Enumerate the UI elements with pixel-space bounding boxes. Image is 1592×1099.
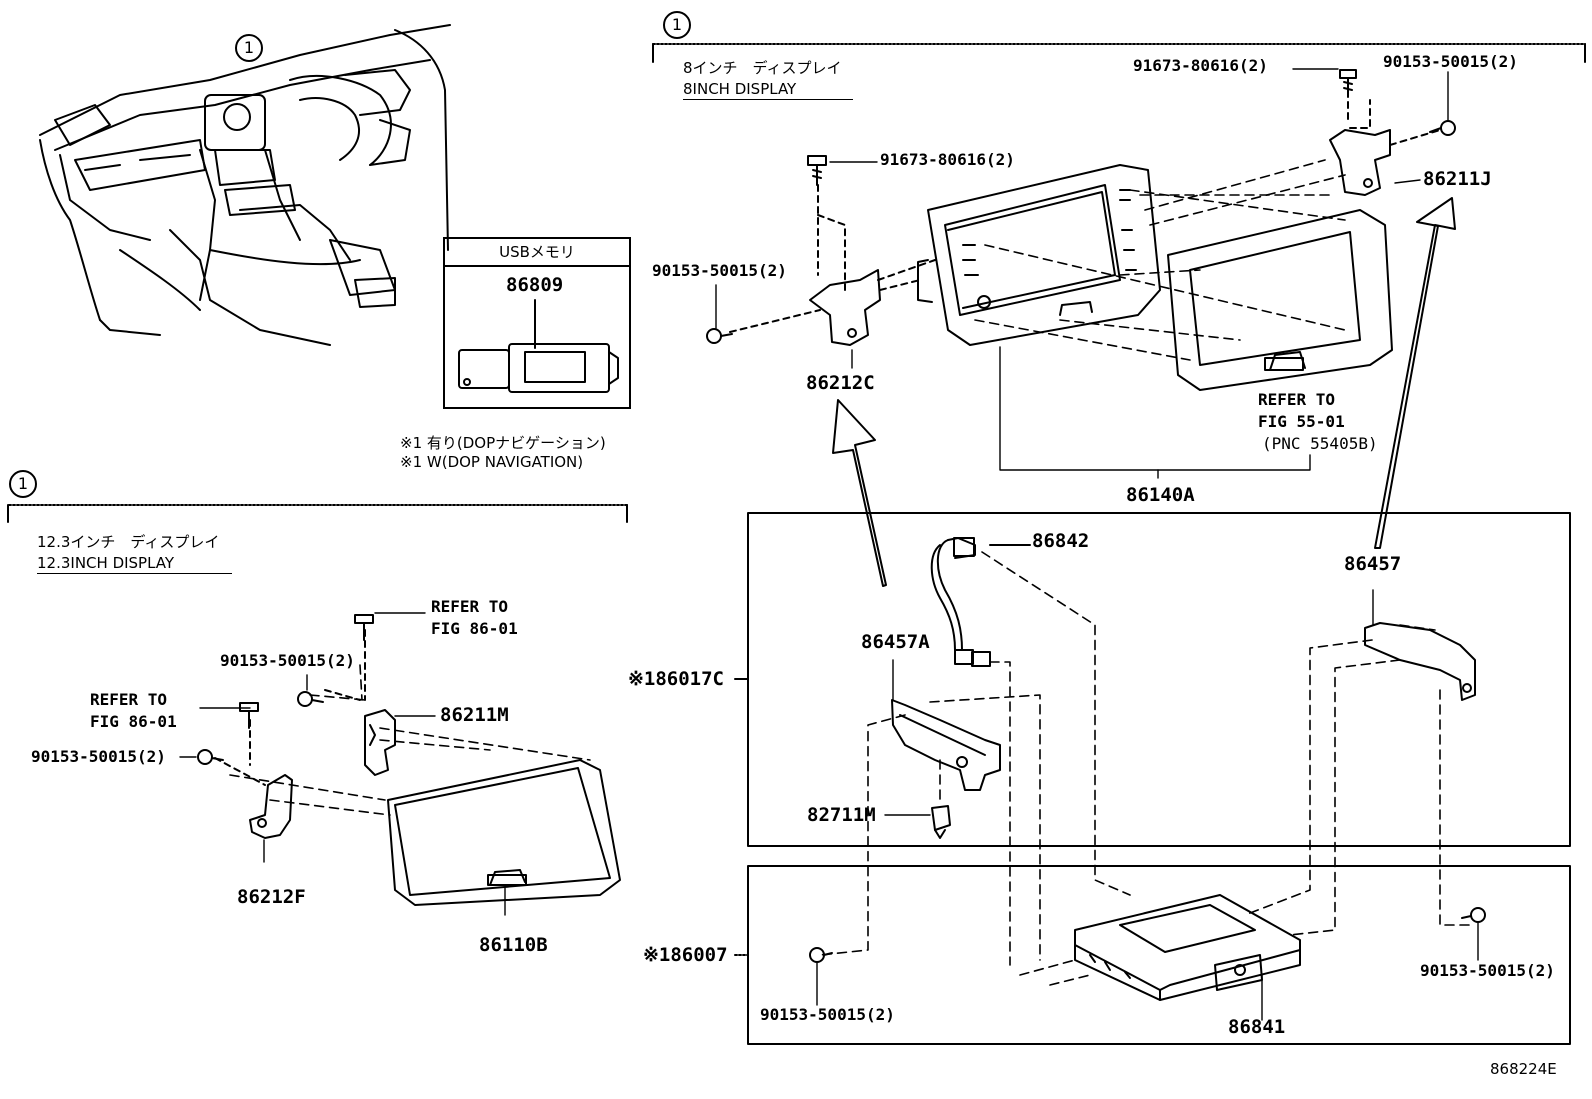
display-8inch-illustration bbox=[917, 159, 1393, 391]
callout-marker-8inch: 1 bbox=[663, 11, 691, 39]
kit-86017C: ※186017C bbox=[628, 668, 724, 690]
bracket-86457A-illustration bbox=[819, 659, 1041, 961]
display-12inch-illustration bbox=[229, 664, 621, 906]
refer-to-12inch-a2: FIG 86-01 bbox=[431, 619, 518, 638]
bolt-lower-right-illustration bbox=[1461, 907, 1486, 961]
part-90153-50015-12a: 90153-50015(2) bbox=[220, 651, 355, 670]
refer-to-12inch-b2: FIG 86-01 bbox=[90, 712, 177, 731]
kit-box-lower bbox=[734, 865, 1571, 1045]
title-8inch-en: 8INCH DISPLAY bbox=[683, 82, 853, 100]
section-12inch-bracket bbox=[7, 504, 628, 523]
clip-82711M-illustration bbox=[884, 805, 951, 839]
assembly-arrow-right bbox=[1374, 197, 1456, 549]
part-86841: 86841 bbox=[1228, 1016, 1286, 1038]
part-90153-50015-lower-left: 90153-50015(2) bbox=[760, 1005, 895, 1024]
part-86211J: 86211J bbox=[1423, 168, 1492, 190]
part-91673-80616-top: 91673-80616(2) bbox=[1133, 56, 1268, 75]
leader-lines-12inch bbox=[179, 612, 506, 916]
usb-memory-illustration bbox=[458, 299, 619, 393]
part-90153-50015-left: 90153-50015(2) bbox=[652, 261, 787, 280]
part-86809: 86809 bbox=[506, 274, 564, 296]
bracket-86211J-illustration bbox=[1329, 69, 1456, 196]
title-8inch-jp: 8インチ ディスプレイ bbox=[683, 59, 842, 77]
part-90153-50015-12b: 90153-50015(2) bbox=[31, 747, 166, 766]
note-jp: ※1 有り(DOPナビゲーション) bbox=[400, 434, 606, 452]
figure-code: 868224E bbox=[1490, 1060, 1557, 1078]
refer-to-8inch-2: FIG 55-01 bbox=[1258, 412, 1345, 431]
title-12inch-en: 12.3INCH DISPLAY bbox=[37, 556, 232, 574]
bracket-86457-illustration bbox=[1244, 589, 1476, 936]
usb-memory-box: USBメモリ bbox=[443, 237, 631, 409]
part-86211M: 86211M bbox=[440, 704, 509, 726]
bracket-86212C-illustration bbox=[706, 155, 936, 346]
part-90153-50015-lower-right: 90153-50015(2) bbox=[1420, 961, 1555, 980]
bolt-lower-left-illustration bbox=[809, 947, 833, 1006]
harness-86842-illustration bbox=[930, 537, 1131, 966]
bracket-86212F-illustration bbox=[197, 702, 293, 839]
part-86842: 86842 bbox=[1032, 530, 1090, 552]
part-86140A: 86140A bbox=[1126, 484, 1195, 506]
part-86110B: 86110B bbox=[479, 934, 548, 956]
kit-86007: ※186007 bbox=[643, 944, 728, 966]
title-12inch-jp: 12.3インチ ディスプレイ bbox=[37, 533, 220, 551]
part-91673-80616-left: 91673-80616(2) bbox=[880, 150, 1015, 169]
refer-to-8inch-1: REFER TO bbox=[1258, 390, 1336, 409]
part-86212F: 86212F bbox=[237, 886, 306, 908]
note-en: ※1 W(DOP NAVIGATION) bbox=[400, 453, 584, 471]
assembly-arrow-left bbox=[832, 399, 887, 587]
part-90153-50015-top-right: 90153-50015(2) bbox=[1383, 52, 1518, 71]
dashboard-illustration bbox=[39, 24, 451, 346]
section-8inch-bracket bbox=[652, 43, 1586, 63]
leader-lines-8inch bbox=[715, 68, 1449, 479]
refer-to-8inch-3: (PNC 55405B) bbox=[1262, 434, 1378, 453]
bracket-86211M-illustration bbox=[297, 614, 396, 776]
callout-marker-12inch: 1 bbox=[9, 470, 37, 498]
refer-to-12inch-b1: REFER TO bbox=[90, 690, 168, 709]
part-82711M: 82711M bbox=[807, 804, 876, 826]
usb-memory-title: USBメモリ bbox=[445, 239, 629, 267]
callout-marker-dashboard: 1 bbox=[235, 34, 263, 62]
part-86457: 86457 bbox=[1344, 553, 1402, 575]
refer-to-12inch-a1: REFER TO bbox=[431, 597, 509, 616]
part-86212C: 86212C bbox=[806, 372, 875, 394]
kit-box-upper bbox=[734, 512, 1571, 847]
module-86841-illustration bbox=[1019, 894, 1301, 1021]
part-86457A: 86457A bbox=[861, 631, 930, 653]
